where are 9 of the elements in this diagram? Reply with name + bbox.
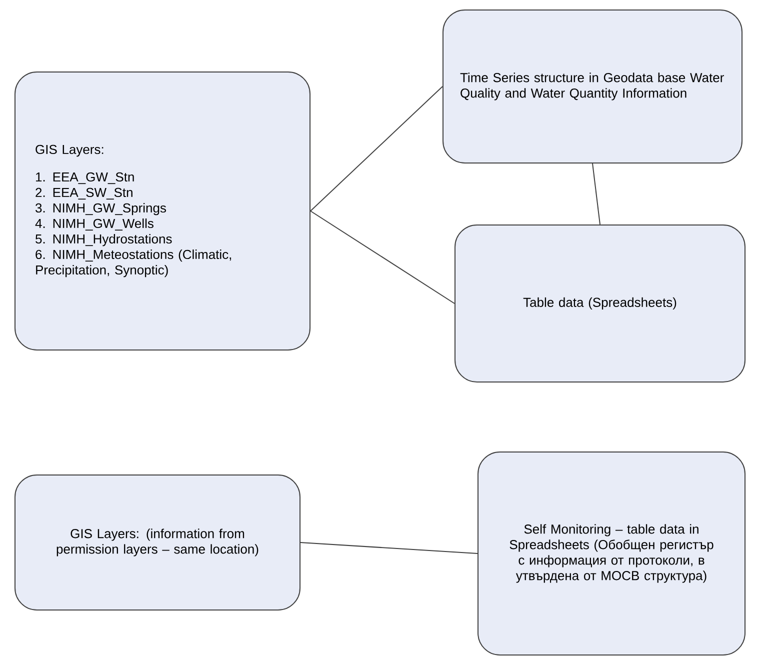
connector-line (310, 86, 443, 212)
connector-line (592, 163, 600, 225)
connector-line (300, 542, 478, 554)
rounded-box: GIS Layers: 1. EEA_GW_Stn 2. EEA_SW_Stn 3. NIMH_GW_Springs 4. NIMH_GW_Wells 5. NIMH_Hydrostations 6. NIMH_Meteostations (Climatic, Precipitation, Synoptic) (14, 72, 310, 350)
connector-line (310, 210, 455, 304)
rounded-box: Table data (Spreadsheets) (454, 224, 746, 382)
rounded-box: Self Monitoring – table data in Spreadsheets (Обобщен регистър с информация от протоколи, в утвърдена от МОСВ структура) (478, 452, 746, 656)
rounded-box: GIS Layers: (information from permission layers – same location) (14, 474, 300, 610)
rounded-box: Time Series structure in Geodata base Water Quality and Water Quantity Information (442, 10, 742, 164)
